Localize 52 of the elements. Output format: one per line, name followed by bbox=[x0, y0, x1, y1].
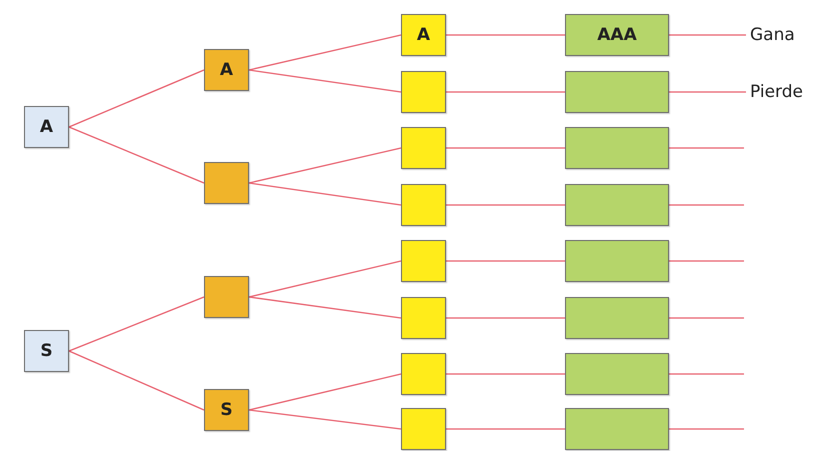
result-box bbox=[565, 408, 669, 450]
tree-box bbox=[401, 71, 446, 113]
connector-line bbox=[248, 296, 402, 319]
connector-line bbox=[446, 34, 565, 36]
tree-box: A bbox=[204, 49, 249, 91]
tree-box bbox=[401, 353, 446, 395]
tree-box bbox=[401, 127, 446, 169]
connector-line bbox=[248, 373, 402, 411]
connector-line bbox=[446, 260, 565, 262]
connector-line bbox=[669, 260, 744, 262]
connector-line bbox=[446, 317, 565, 319]
connector-line bbox=[248, 147, 402, 184]
connector-line bbox=[248, 34, 402, 71]
tree-box bbox=[401, 184, 446, 226]
connector-line bbox=[68, 126, 204, 184]
result-box bbox=[565, 240, 669, 282]
connector-line bbox=[669, 91, 746, 93]
connector-line bbox=[669, 204, 744, 206]
connector-line bbox=[669, 373, 744, 375]
result-box bbox=[565, 184, 669, 226]
outcome-label: Gana bbox=[750, 25, 795, 45]
tree-box: A bbox=[24, 106, 69, 148]
connector-line bbox=[68, 296, 204, 352]
outcome-label: Pierde bbox=[750, 82, 804, 102]
result-box bbox=[565, 127, 669, 169]
result-box bbox=[565, 353, 669, 395]
result-box: AAA bbox=[565, 14, 669, 56]
connector-line bbox=[669, 34, 746, 36]
connector-line bbox=[248, 182, 402, 206]
connector-line bbox=[446, 91, 565, 93]
tree-box bbox=[204, 162, 249, 204]
tree-box bbox=[401, 408, 446, 450]
connector-line bbox=[669, 317, 744, 319]
connector-line bbox=[248, 260, 402, 298]
tree-box: S bbox=[204, 389, 249, 431]
connector-line bbox=[446, 373, 565, 375]
connector-line bbox=[68, 69, 204, 128]
connector-line bbox=[248, 409, 402, 430]
connector-line bbox=[446, 147, 565, 149]
tree-box bbox=[401, 297, 446, 339]
tree-box: S bbox=[24, 330, 69, 372]
result-box bbox=[565, 297, 669, 339]
connector-line bbox=[68, 350, 204, 411]
connector-line bbox=[248, 69, 402, 93]
connector-line bbox=[669, 428, 744, 430]
connector-line bbox=[446, 204, 565, 206]
tree-box bbox=[401, 240, 446, 282]
result-box bbox=[565, 71, 669, 113]
connector-line bbox=[669, 147, 744, 149]
connector-line bbox=[446, 428, 565, 430]
tree-box bbox=[204, 276, 249, 318]
tree-box: A bbox=[401, 14, 446, 56]
